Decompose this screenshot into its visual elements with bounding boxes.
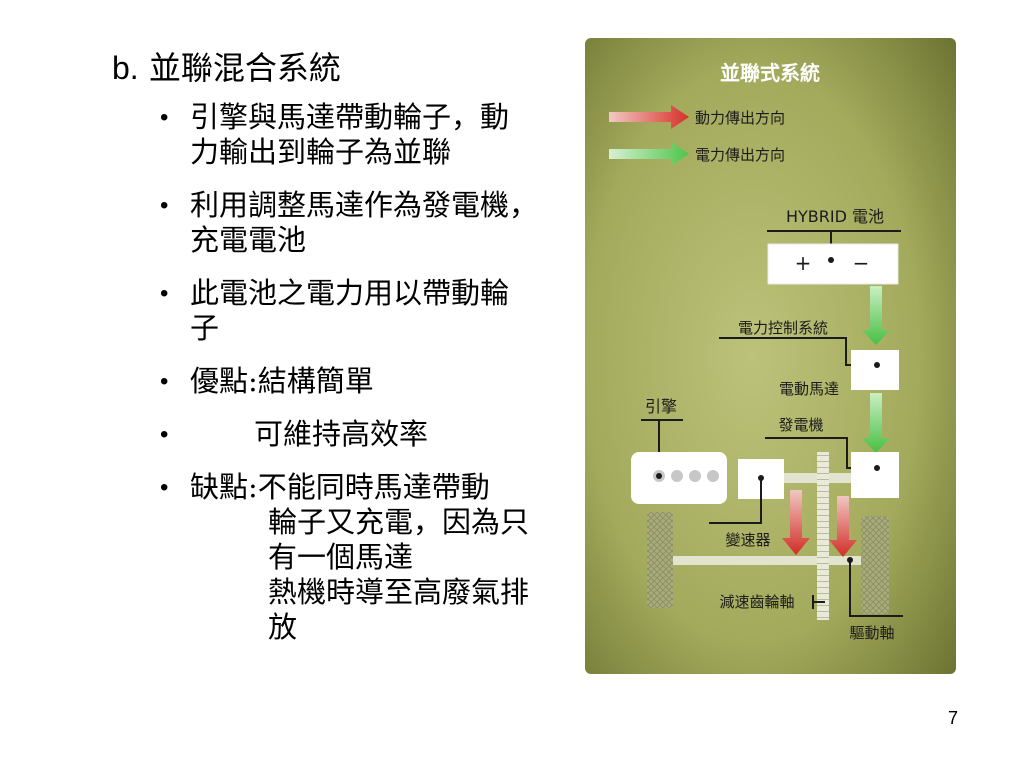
hybrid-battery — [767, 243, 899, 285]
bullet-line: 有一個馬達 — [268, 540, 414, 574]
legend-power-label: 動力傳出方向 — [695, 109, 785, 127]
electric-flow-arrow — [862, 286, 890, 345]
bullet-line: 力輸出到輪子為並聯 — [190, 135, 452, 169]
bullet-line: 引擎與馬達帶動輪子，動 — [190, 100, 510, 134]
drive-shaft-leader-line — [849, 560, 903, 617]
diagram-svg: 並聯式系統 動力傳出方向 電力傳出方向 HYBRID 電池 + − 電力控制系統 — [585, 38, 956, 674]
power-flow-arrow — [782, 490, 810, 555]
battery-plus: + — [795, 251, 812, 275]
bullet-list: • 引擎與馬達帶動輪子，動 力輸出到輪子為並聯 • 利用調整馬達作為發電機， 充… — [160, 100, 590, 663]
bullet-line: 優點:結構簡單 — [190, 364, 374, 398]
bullet-dot: • — [160, 474, 169, 501]
bullet-line: 此電池之電力用以帶動輪 — [190, 276, 510, 310]
front-tire — [861, 516, 889, 614]
motor-label-1: 電動馬達 — [779, 380, 839, 398]
title-text: 並聯混合系統 — [148, 49, 341, 87]
drive-shaft — [665, 556, 875, 565]
reduction-gear — [817, 452, 829, 620]
motor-generator — [851, 452, 899, 498]
battery-minus: − — [853, 251, 870, 275]
bullet-item: • 缺點:不能同時馬達帶動 輪子又充電，因為只 有一個馬達 熱機時導至高廢氣排 … — [160, 470, 590, 645]
bullet-line: 充電電池 — [190, 223, 307, 257]
bullet-line: 可維持高效率 — [190, 417, 590, 452]
parallel-hybrid-diagram: 並聯式系統 動力傳出方向 電力傳出方向 HYBRID 電池 + − 電力控制系統 — [585, 38, 956, 674]
transmission-label: 變速器 — [725, 531, 770, 549]
bullet-line: 子 — [190, 311, 220, 345]
bullet-line: 放 — [268, 610, 298, 644]
power-control-unit — [851, 350, 899, 390]
diagram-title: 並聯式系統 — [720, 61, 820, 85]
transmission-leader-line — [709, 478, 762, 524]
diagram-background — [585, 38, 956, 674]
electric-arrow-icon — [609, 142, 689, 166]
bullet-line: 熱機時導至高廢氣排 — [268, 575, 530, 609]
legend-electric-label: 電力傳出方向 — [695, 146, 785, 164]
bullet-line: 輪子又充電，因為只 — [268, 505, 530, 539]
drive-shaft-label: 驅動軸 — [849, 624, 894, 642]
reduction-gear-label: 減速齒輪軸 — [719, 593, 794, 611]
bullet-item: • 此電池之電力用以帶動輪 子 — [160, 276, 590, 346]
control-system-label: 電力控制系統 — [738, 319, 828, 337]
title-prefix: b. — [112, 50, 139, 86]
slide-title: b. 並聯混合系統 — [112, 46, 341, 90]
bullet-item: • 引擎與馬達帶動輪子，動 力輸出到輪子為並聯 — [160, 100, 590, 170]
bullet-line: 缺點:不能同時馬達帶動 — [190, 470, 490, 504]
battery-label: HYBRID 電池 — [786, 207, 884, 226]
bullet-dot: • — [160, 104, 169, 131]
bullet-item: • 優點:結構簡單 — [160, 364, 590, 399]
page-number: 7 — [948, 708, 959, 728]
bullet-line-text: 可維持高效率 — [254, 417, 429, 451]
bullet-line: 利用調整馬達作為發電機， — [190, 188, 539, 222]
power-arrow-icon — [609, 105, 689, 129]
electric-flow-arrow — [862, 393, 890, 453]
bullet-dot: • — [160, 192, 169, 219]
bullet-dot: • — [160, 368, 169, 395]
bullet-item: • 可維持高效率 — [160, 417, 590, 452]
reduction-gear-leader-line — [812, 595, 825, 609]
motor-label-2: 發電機 — [778, 416, 823, 434]
bullet-item: • 利用調整馬達作為發電機， 充電電池 — [160, 188, 590, 258]
engine-label: 引擎 — [645, 397, 677, 416]
bullet-dot: • — [160, 280, 169, 307]
power-flow-arrow — [829, 496, 857, 557]
rear-tire — [647, 512, 673, 608]
bullet-dot: • — [160, 421, 169, 448]
